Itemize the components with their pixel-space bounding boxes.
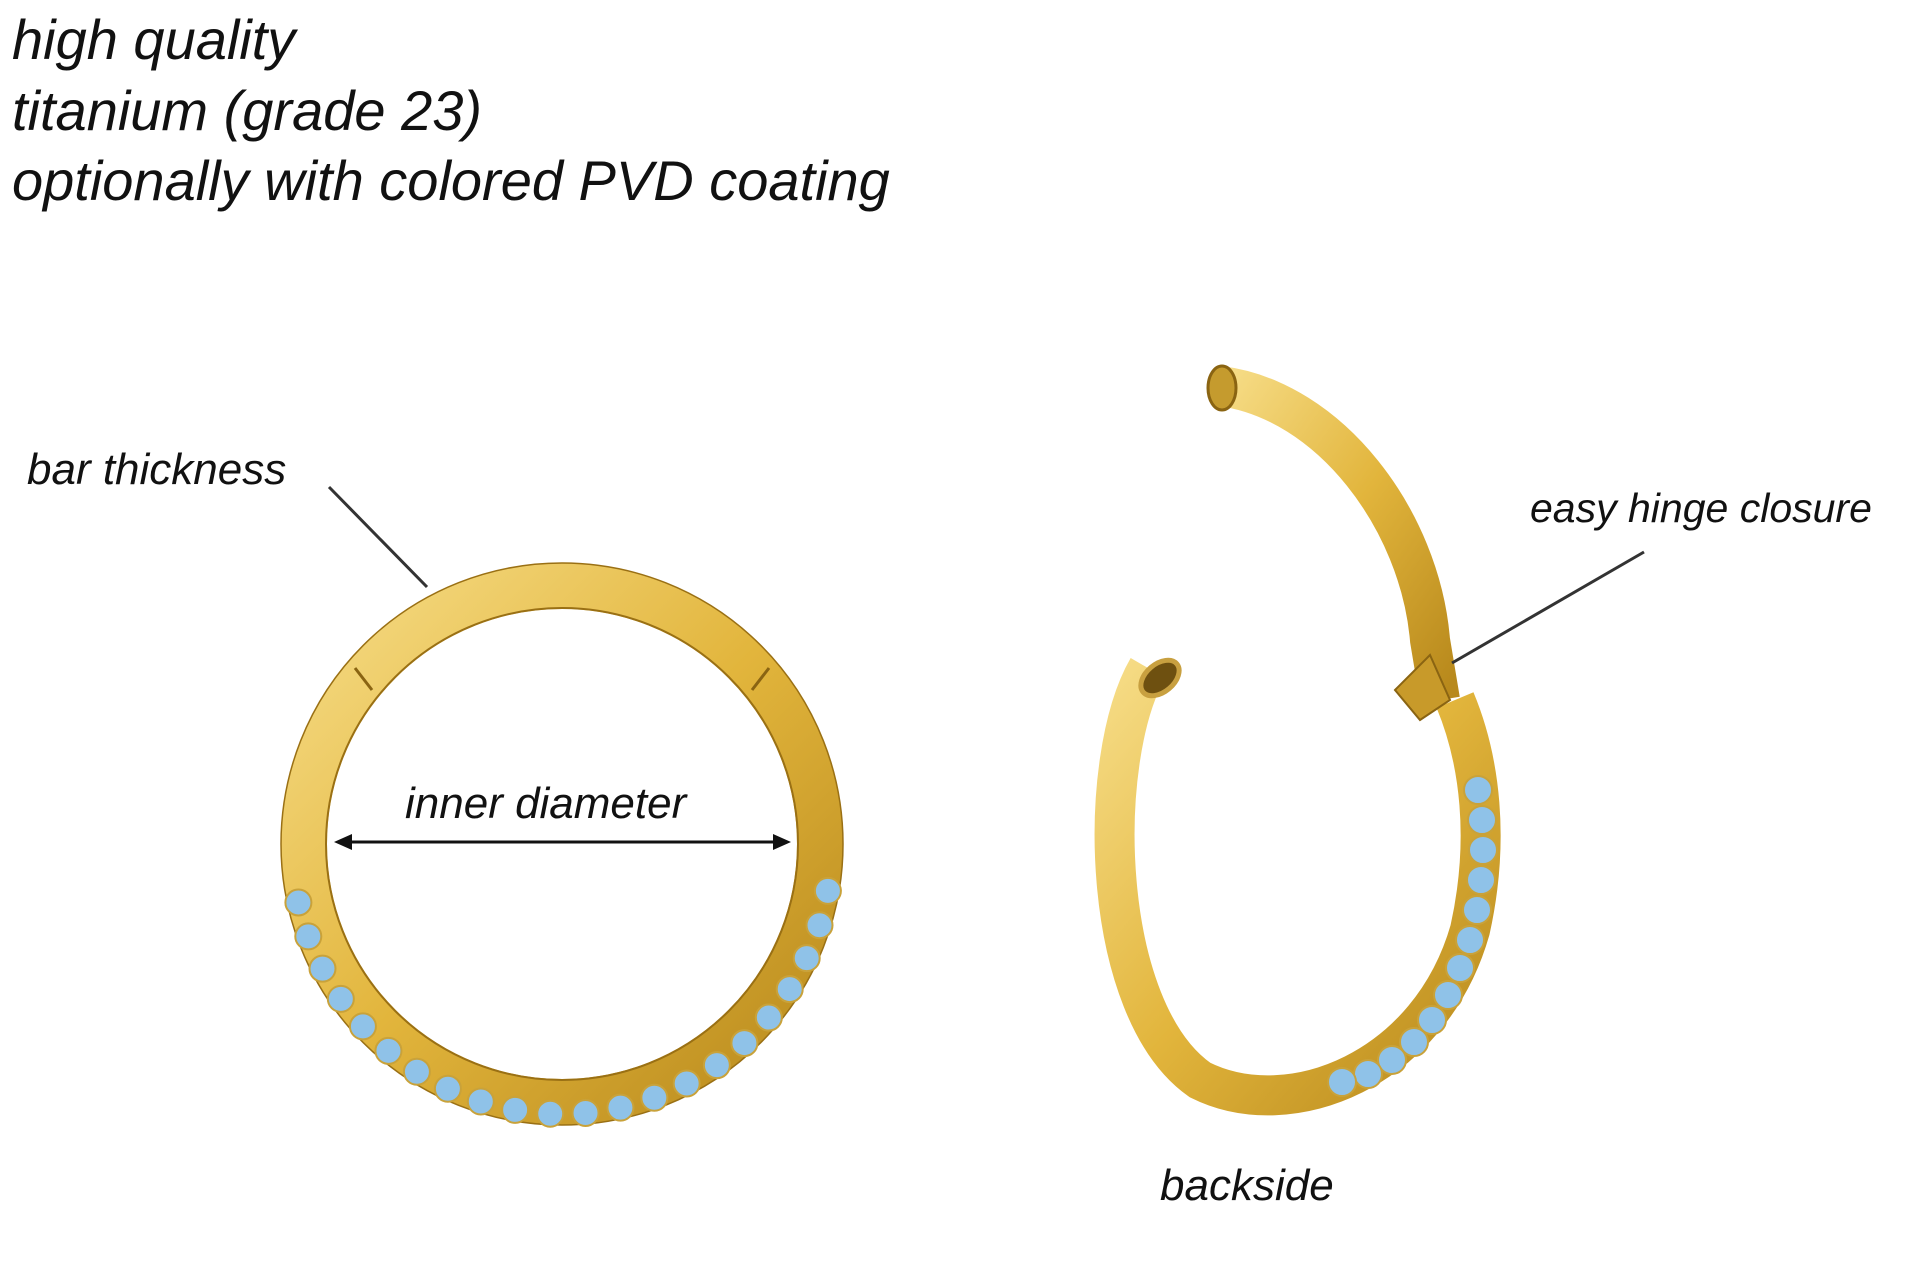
inner-diameter-arrow <box>334 834 791 850</box>
gem <box>1353 1059 1383 1089</box>
gem <box>501 1095 530 1124</box>
gem <box>1468 835 1498 865</box>
gem <box>813 876 842 905</box>
hinge-closure-leader <box>1451 550 1645 665</box>
hinge-tip <box>1206 364 1238 412</box>
gem <box>1433 980 1463 1010</box>
gem <box>1327 1067 1357 1097</box>
hinge-seam-right <box>750 667 771 691</box>
bar-thickness-leader <box>327 485 429 589</box>
gem <box>672 1069 701 1098</box>
gem <box>805 911 834 940</box>
gem <box>754 1003 783 1032</box>
gem <box>466 1087 495 1116</box>
open-hinge-ring <box>1094 364 1501 1116</box>
gem <box>640 1083 669 1112</box>
gem <box>1462 895 1492 925</box>
gem <box>374 1036 403 1065</box>
gem <box>1399 1027 1429 1057</box>
gem <box>536 1099 565 1128</box>
gem <box>1377 1045 1407 1075</box>
gem <box>606 1093 635 1122</box>
gem <box>775 975 804 1004</box>
gem <box>402 1057 431 1086</box>
gem <box>1417 1005 1447 1035</box>
gem <box>1463 775 1493 805</box>
gem <box>348 1012 377 1041</box>
gem-row <box>284 876 842 1128</box>
gem <box>702 1051 731 1080</box>
header-line-coating: optionally with colored PVD coating <box>12 149 890 212</box>
ring-open-end <box>1138 657 1182 699</box>
front-ring <box>280 562 844 1128</box>
gem <box>326 984 355 1013</box>
header-line-material: titanium (grade 23) <box>12 79 483 142</box>
label-easy-hinge-closure: easy hinge closure <box>1530 485 1872 531</box>
gem <box>433 1074 462 1103</box>
gem <box>1466 865 1496 895</box>
label-inner-diameter: inner diameter <box>405 779 687 828</box>
gem <box>294 922 323 951</box>
gem <box>571 1098 600 1127</box>
gem <box>308 954 337 983</box>
gem <box>1467 805 1497 835</box>
header-line-quality: high quality <box>12 8 296 71</box>
label-bar-thickness: bar thickness <box>27 445 287 494</box>
gem-row-backside <box>1327 775 1498 1097</box>
gem <box>792 944 821 973</box>
gem <box>730 1029 759 1058</box>
gem <box>1455 925 1485 955</box>
gem <box>1445 953 1475 983</box>
gem <box>284 888 313 917</box>
hinge-joint <box>1393 653 1452 722</box>
label-backside: backside <box>1160 1161 1334 1210</box>
hinge-seam-left <box>353 667 374 691</box>
